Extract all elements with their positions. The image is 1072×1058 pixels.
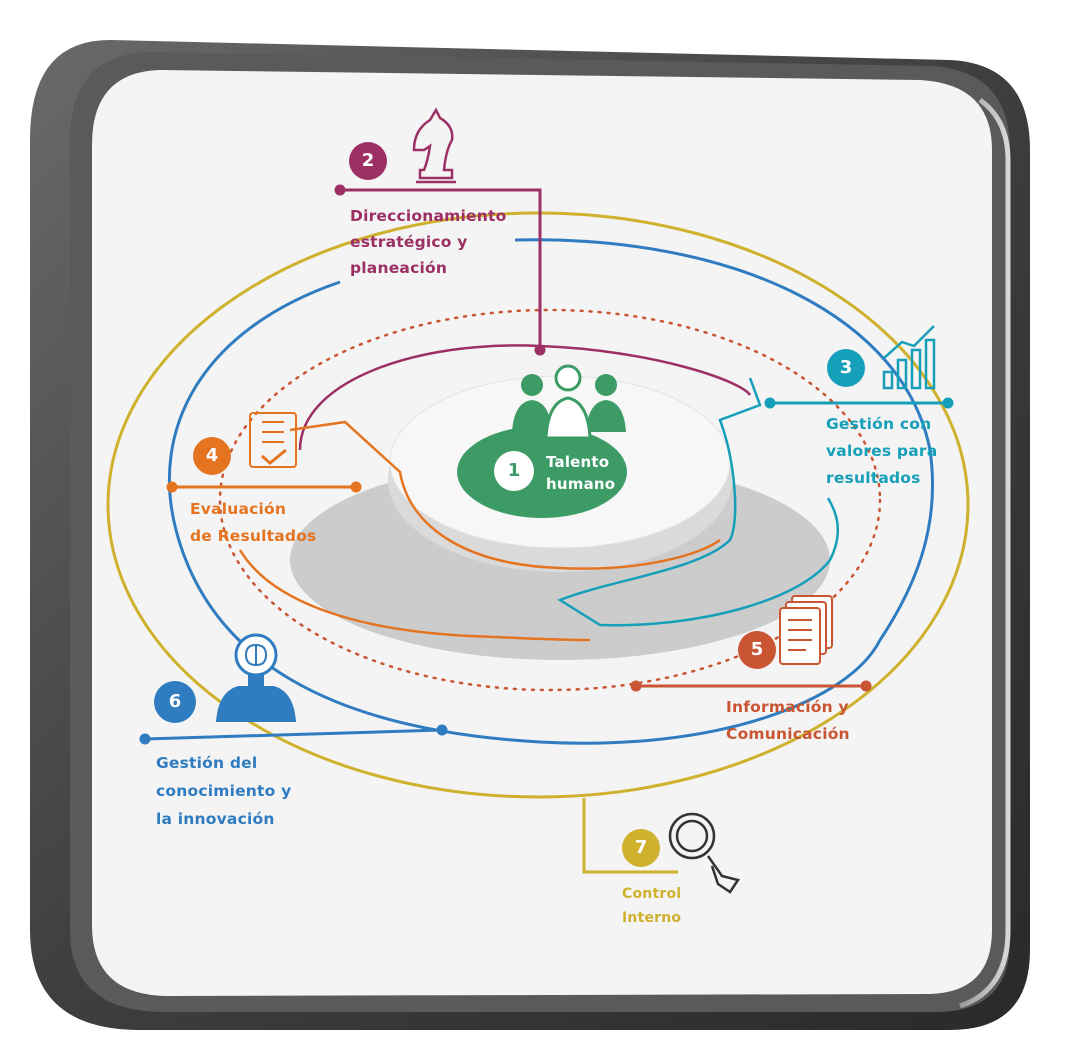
label-control-interno: Control Interno bbox=[622, 886, 682, 926]
brain-head-icon bbox=[216, 633, 296, 722]
connector-5 bbox=[630, 680, 872, 692]
label-talento-humano: Talento humano bbox=[546, 453, 616, 493]
badge-7: 7 bbox=[622, 829, 660, 867]
documents-icon bbox=[779, 595, 833, 665]
ring-control-interno bbox=[106, 211, 970, 799]
label-evaluacion: Evaluación de Resultados bbox=[190, 500, 317, 545]
label-gestion-conocimiento: Gestión del conocimiento y la innovación bbox=[156, 754, 292, 828]
ring-gestion-conocimiento bbox=[167, 280, 882, 745]
connector-3 bbox=[764, 397, 954, 409]
badge-1: 1 bbox=[494, 451, 534, 491]
magnifier-icon bbox=[668, 812, 741, 894]
label-direccionamiento: Direccionamiento estratégico y planeació… bbox=[350, 207, 507, 277]
center-pill bbox=[457, 426, 627, 518]
ring-direccionamiento bbox=[298, 344, 752, 451]
checklist-icon bbox=[249, 412, 297, 468]
connector-6 bbox=[139, 724, 448, 745]
people-icon bbox=[512, 364, 626, 440]
connector-7 bbox=[582, 798, 678, 874]
badge-6: 6 bbox=[154, 681, 196, 723]
ring-gestion-conocimiento-2 bbox=[514, 238, 934, 641]
ring-gestion-valores bbox=[557, 377, 839, 627]
ring-evaluacion-2 bbox=[238, 549, 591, 642]
frame-edge-highlight bbox=[959, 97, 1011, 1009]
label-informacion: Información y Comunicación bbox=[726, 698, 850, 743]
connector-4 bbox=[166, 481, 362, 493]
connector-2 bbox=[334, 184, 546, 356]
ring-informacion-comunicacion bbox=[218, 308, 882, 692]
badge-4: 4 bbox=[193, 437, 231, 475]
chess-knight-icon bbox=[412, 107, 456, 184]
badge-3: 3 bbox=[827, 349, 865, 387]
badge-2: 2 bbox=[349, 142, 387, 180]
badge-5: 5 bbox=[738, 631, 776, 669]
bar-chart-growth-icon bbox=[882, 325, 936, 390]
ring-evaluacion bbox=[289, 420, 721, 570]
label-gestion-valores: Gestión con valores para resultados bbox=[826, 415, 938, 487]
